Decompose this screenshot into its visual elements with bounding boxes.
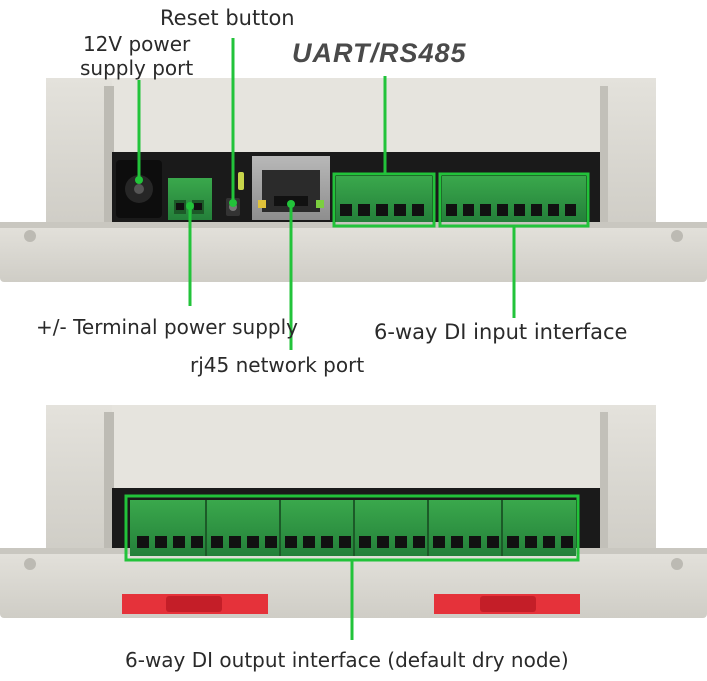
label-power-line-2: supply port [80, 56, 194, 80]
uart-terminal-block [336, 176, 432, 222]
bottom-left-tower [46, 405, 112, 555]
bottom-right-tower [600, 405, 656, 555]
top-device [0, 38, 707, 350]
label-do-output-interface: 6-way DI output interface (default dry n… [125, 648, 569, 672]
top-right-tower [600, 78, 656, 228]
label-power-line-1: 12V power [82, 32, 191, 56]
label-di-input-interface: 6-way DI input interface [374, 320, 628, 344]
label-reset-button: Reset button [160, 6, 295, 30]
label-rj45-network-port: rj45 network port [190, 353, 365, 377]
di-input-terminal-block [442, 176, 586, 222]
uart-highlight-box [332, 172, 436, 228]
bottom-enclosure-lid [112, 405, 600, 495]
do-output-terminal-block [130, 500, 576, 556]
label-terminal-power-supply: +/- Terminal power supply [36, 315, 299, 339]
top-callouts [137, 38, 590, 350]
dc-power-jack [116, 160, 162, 218]
din-rail-clip-left [122, 594, 268, 614]
label-power-supply-port: 12V power supply port [80, 32, 193, 80]
top-base-flange [0, 222, 707, 282]
bottom-device [0, 405, 707, 640]
bottom-callouts [124, 494, 580, 640]
din-rail-clip-right [434, 594, 580, 614]
label-uart-rs485: UART/RS485 [292, 38, 467, 68]
top-left-tower [46, 78, 112, 228]
top-enclosure-lid [112, 78, 600, 156]
